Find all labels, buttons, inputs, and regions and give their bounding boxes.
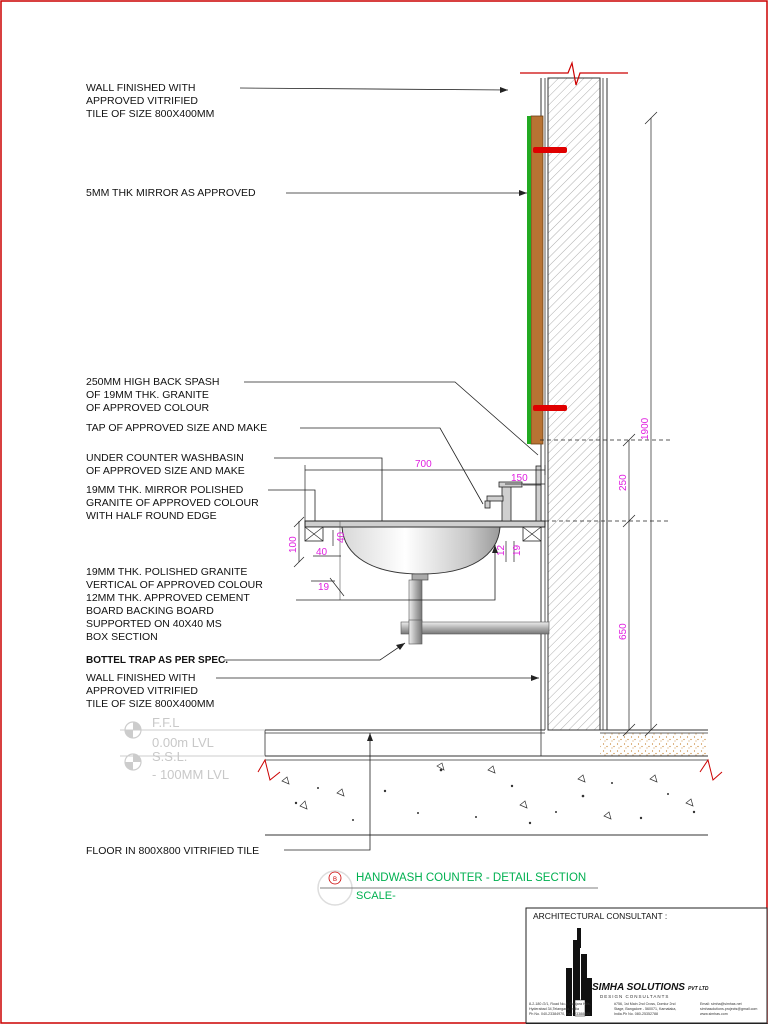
drawing-scale: SCALE- — [356, 890, 396, 902]
counter-assembly — [304, 465, 550, 645]
dimension-labels: 700 150 1900 250 650 100 40 40 19 12 19 — [288, 417, 651, 640]
break-mark-right — [699, 758, 723, 781]
svg-text:19MM THK. MIRROR POLISHED: 19MM THK. MIRROR POLISHED — [86, 484, 244, 496]
svg-text:GRANITE OF APPROVED COLOUR: GRANITE OF APPROVED COLOUR — [86, 497, 259, 509]
wall-anchor-top — [533, 147, 567, 153]
wall-section — [520, 60, 628, 731]
ssl-level: - 100MM LVL — [152, 767, 229, 782]
svg-text:APPROVED VITRIFIED: APPROVED VITRIFIED — [86, 95, 198, 107]
concrete-aggregate — [294, 768, 696, 825]
dimension-lines — [293, 111, 670, 737]
dim-40-vertical: 40 — [336, 531, 347, 543]
sand-filling — [600, 733, 708, 756]
svg-text:BOX SECTION: BOX SECTION — [86, 631, 158, 643]
note-mirror: 5MM THK MIRROR AS APPROVED — [86, 187, 256, 199]
dim-150: 150 — [511, 473, 528, 484]
wall-anchor-bottom — [533, 405, 567, 411]
drawing-title: B HANDWASH COUNTER - DETAIL SECTION SCAL… — [317, 870, 598, 906]
svg-text:WALL FINISHED WITH: WALL FINISHED WITH — [86, 672, 195, 684]
svg-text:TILE OF SIZE 800X400MM: TILE OF SIZE 800X400MM — [86, 108, 214, 120]
dim-100: 100 — [288, 536, 299, 553]
company-address: 8-2-180 /2/1, Road No.4, Banjara Hills, … — [529, 1002, 757, 1016]
level-ssl: S.S.L. - 100MM LVL — [120, 749, 265, 782]
svg-text:www.simhas.com: www.simhas.com — [700, 1012, 728, 1016]
svg-text:VERTICAL OF APPROVED COLOUR: VERTICAL OF APPROVED COLOUR — [86, 579, 263, 591]
ssl-label: S.S.L. — [152, 749, 187, 764]
note-washbasin: UNDER COUNTER WASHBASIN OF APPROVED SIZE… — [86, 452, 245, 477]
svg-text:India.Ph No. 080-25352788: India.Ph No. 080-25352788 — [614, 1012, 658, 1016]
svg-text:OF 19MM THK. GRANITE: OF 19MM THK. GRANITE — [86, 389, 209, 401]
note-granite-top: 19MM THK. MIRROR POLISHED GRANITE OF APP… — [86, 484, 259, 522]
granite-back-splash — [535, 465, 542, 522]
annotation-notes: WALL FINISHED WITH APPROVED VITRIFIED TI… — [86, 82, 267, 857]
note-floor: FLOOR IN 800X800 VITRIFIED TILE — [86, 845, 259, 857]
svg-text:BOTTEL TRAP AS PER SPEC.: BOTTEL TRAP AS PER SPEC. — [86, 655, 228, 666]
note-back-splash: 250MM HIGH BACK SPASH OF 19MM THK. GRANI… — [86, 376, 219, 414]
company-logo — [566, 928, 592, 1017]
mirror — [527, 115, 567, 445]
tap — [484, 481, 523, 522]
title-block: ARCHITECTURAL CONSULTANT : SIMHA SOLUTIO… — [525, 907, 768, 1024]
svg-text:Ph No. 040-23384970, Fax: 2338: Ph No. 040-23384970, Fax: 23388865 — [529, 1012, 590, 1016]
svg-text:FLOOR IN 800X800 VITRIFIED TIL: FLOOR IN 800X800 VITRIFIED TILE — [86, 845, 259, 857]
svg-text:Hyderabad 34,Telangana, India: Hyderabad 34,Telangana, India — [529, 1007, 579, 1011]
leader-lines — [216, 87, 539, 851]
svg-text:#756, 1st Main 2nd Cross, Doml: #756, 1st Main 2nd Cross, Domlur 2nd — [614, 1002, 676, 1006]
svg-text:OF APPROVED COLOUR: OF APPROVED COLOUR — [86, 402, 210, 414]
svg-text:Email: simha@simhas.net: Email: simha@simhas.net — [700, 1002, 742, 1006]
dim-40-horizontal: 40 — [316, 547, 328, 558]
svg-text:SUPPORTED ON 40X40 MS: SUPPORTED ON 40X40 MS — [86, 618, 222, 630]
break-mark-left — [257, 758, 281, 781]
section-marker-letter: B — [333, 877, 337, 883]
dim-12: 12 — [496, 544, 507, 556]
svg-text:BOARD BACKING BOARD: BOARD BACKING BOARD — [86, 605, 214, 617]
bottle-trap — [408, 579, 423, 625]
ffl-level: 0.00m LVL — [152, 735, 214, 750]
waste-pipe — [400, 621, 550, 635]
note-granite-vertical: 19MM THK. POLISHED GRANITE VERTICAL OF A… — [86, 566, 263, 643]
floor-section — [257, 729, 723, 836]
svg-text:250MM HIGH BACK SPASH: 250MM HIGH BACK SPASH — [86, 376, 219, 388]
note-tap: TAP OF APPROVED SIZE AND MAKE — [86, 422, 267, 434]
break-line — [520, 60, 628, 86]
note-bottle-trap: BOTTEL TRAP AS PER SPEC. — [86, 655, 228, 666]
company-tagline: DESIGN CONSULTANTS — [600, 994, 669, 999]
svg-text:8-2-180 /2/1, Road No.4, Banja: 8-2-180 /2/1, Road No.4, Banjara Hills, — [529, 1002, 591, 1006]
granite-top — [304, 520, 546, 528]
svg-text:19MM THK. POLISHED GRANITE: 19MM THK. POLISHED GRANITE — [86, 566, 247, 578]
dim-19-granite: 19 — [318, 582, 330, 593]
dim-1900: 1900 — [640, 417, 651, 440]
svg-text:OF APPROVED SIZE AND MAKE: OF APPROVED SIZE AND MAKE — [86, 465, 245, 477]
dim-700: 700 — [415, 459, 432, 470]
dim-250: 250 — [618, 474, 629, 491]
washbasin — [341, 526, 501, 575]
drawing-title-text: HANDWASH COUNTER - DETAIL SECTION — [356, 872, 586, 884]
svg-text:TILE OF SIZE 800X400MM: TILE OF SIZE 800X400MM — [86, 698, 214, 710]
svg-text:TAP OF APPROVED SIZE AND MAKE: TAP OF APPROVED SIZE AND MAKE — [86, 422, 267, 434]
leader-arrows — [367, 87, 539, 741]
dim-650: 650 — [618, 623, 629, 640]
floor-tile-bed — [264, 729, 542, 757]
level-ffl: F.F.L 0.00m LVL — [120, 715, 265, 750]
dim-19-board: 19 — [512, 544, 523, 556]
svg-text:simhasolutions.projects@gmail.: simhasolutions.projects@gmail.com — [700, 1007, 757, 1011]
svg-text:Stage, Bangalore - 560071, Kar: Stage, Bangalore - 560071, Karnataka, — [614, 1007, 676, 1011]
mirror-glass — [527, 116, 531, 444]
svg-text:5MM THK MIRROR AS APPROVED: 5MM THK MIRROR AS APPROVED — [86, 187, 256, 199]
svg-text:12MM THK. APPROVED CEMENT: 12MM THK. APPROVED CEMENT — [86, 592, 250, 604]
svg-text:APPROVED VITRIFIED: APPROVED VITRIFIED — [86, 685, 198, 697]
consultant-heading: ARCHITECTURAL CONSULTANT : — [533, 911, 667, 921]
mirror-backing-board — [530, 115, 544, 445]
note-wall-finish-bottom: WALL FINISHED WITH APPROVED VITRIFIED TI… — [86, 672, 214, 710]
svg-text:WALL FINISHED WITH: WALL FINISHED WITH — [86, 82, 195, 94]
ffl-label: F.F.L — [152, 715, 179, 730]
note-wall-finish-top: WALL FINISHED WITH APPROVED VITRIFIED TI… — [86, 82, 214, 120]
svg-text:UNDER COUNTER WASHBASIN: UNDER COUNTER WASHBASIN — [86, 452, 244, 464]
svg-text:WITH HALF ROUND EDGE: WITH HALF ROUND EDGE — [86, 510, 217, 522]
